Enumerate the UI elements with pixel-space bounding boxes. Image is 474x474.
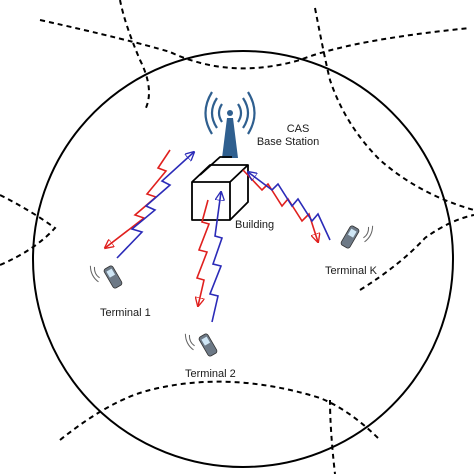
uplink-terminal-2 xyxy=(208,192,222,323)
cell-boundary-left xyxy=(0,194,57,266)
downlink-terminal-k xyxy=(242,169,318,242)
uplink-terminal-1 xyxy=(116,152,194,259)
base-station-label-line2: Base Station xyxy=(257,136,319,148)
downlink-terminal-2 xyxy=(197,199,211,306)
cell-boundary-top xyxy=(39,19,471,70)
mobile-phone-icon xyxy=(184,333,218,357)
cell-boundary-bottom xyxy=(59,380,381,441)
links-terminal-1 xyxy=(105,149,194,259)
links-terminal-2 xyxy=(197,192,222,323)
building-cube-icon xyxy=(191,156,249,221)
antenna-tower-icon xyxy=(204,91,256,158)
downlink-terminal-1 xyxy=(105,149,171,248)
terminal-k-label: Terminal K xyxy=(325,265,378,277)
links-terminal-k xyxy=(242,169,331,242)
cell-coverage-circle xyxy=(32,50,454,468)
terminal-2-label: Terminal 2 xyxy=(185,368,236,380)
terminal-1-label: Terminal 1 xyxy=(100,307,151,319)
mobile-phone-icon xyxy=(89,265,123,289)
base-station-label-line1: CAS xyxy=(287,123,310,135)
cell-boundary-top-right xyxy=(314,7,474,211)
cell-boundary-right xyxy=(359,214,474,291)
cell-boundary-bottom-right xyxy=(329,399,336,474)
cell-boundary-top-left xyxy=(119,0,150,111)
building-label: Building xyxy=(235,219,274,231)
mobile-phone-icon xyxy=(340,225,374,249)
uplink-terminal-k xyxy=(248,172,331,241)
